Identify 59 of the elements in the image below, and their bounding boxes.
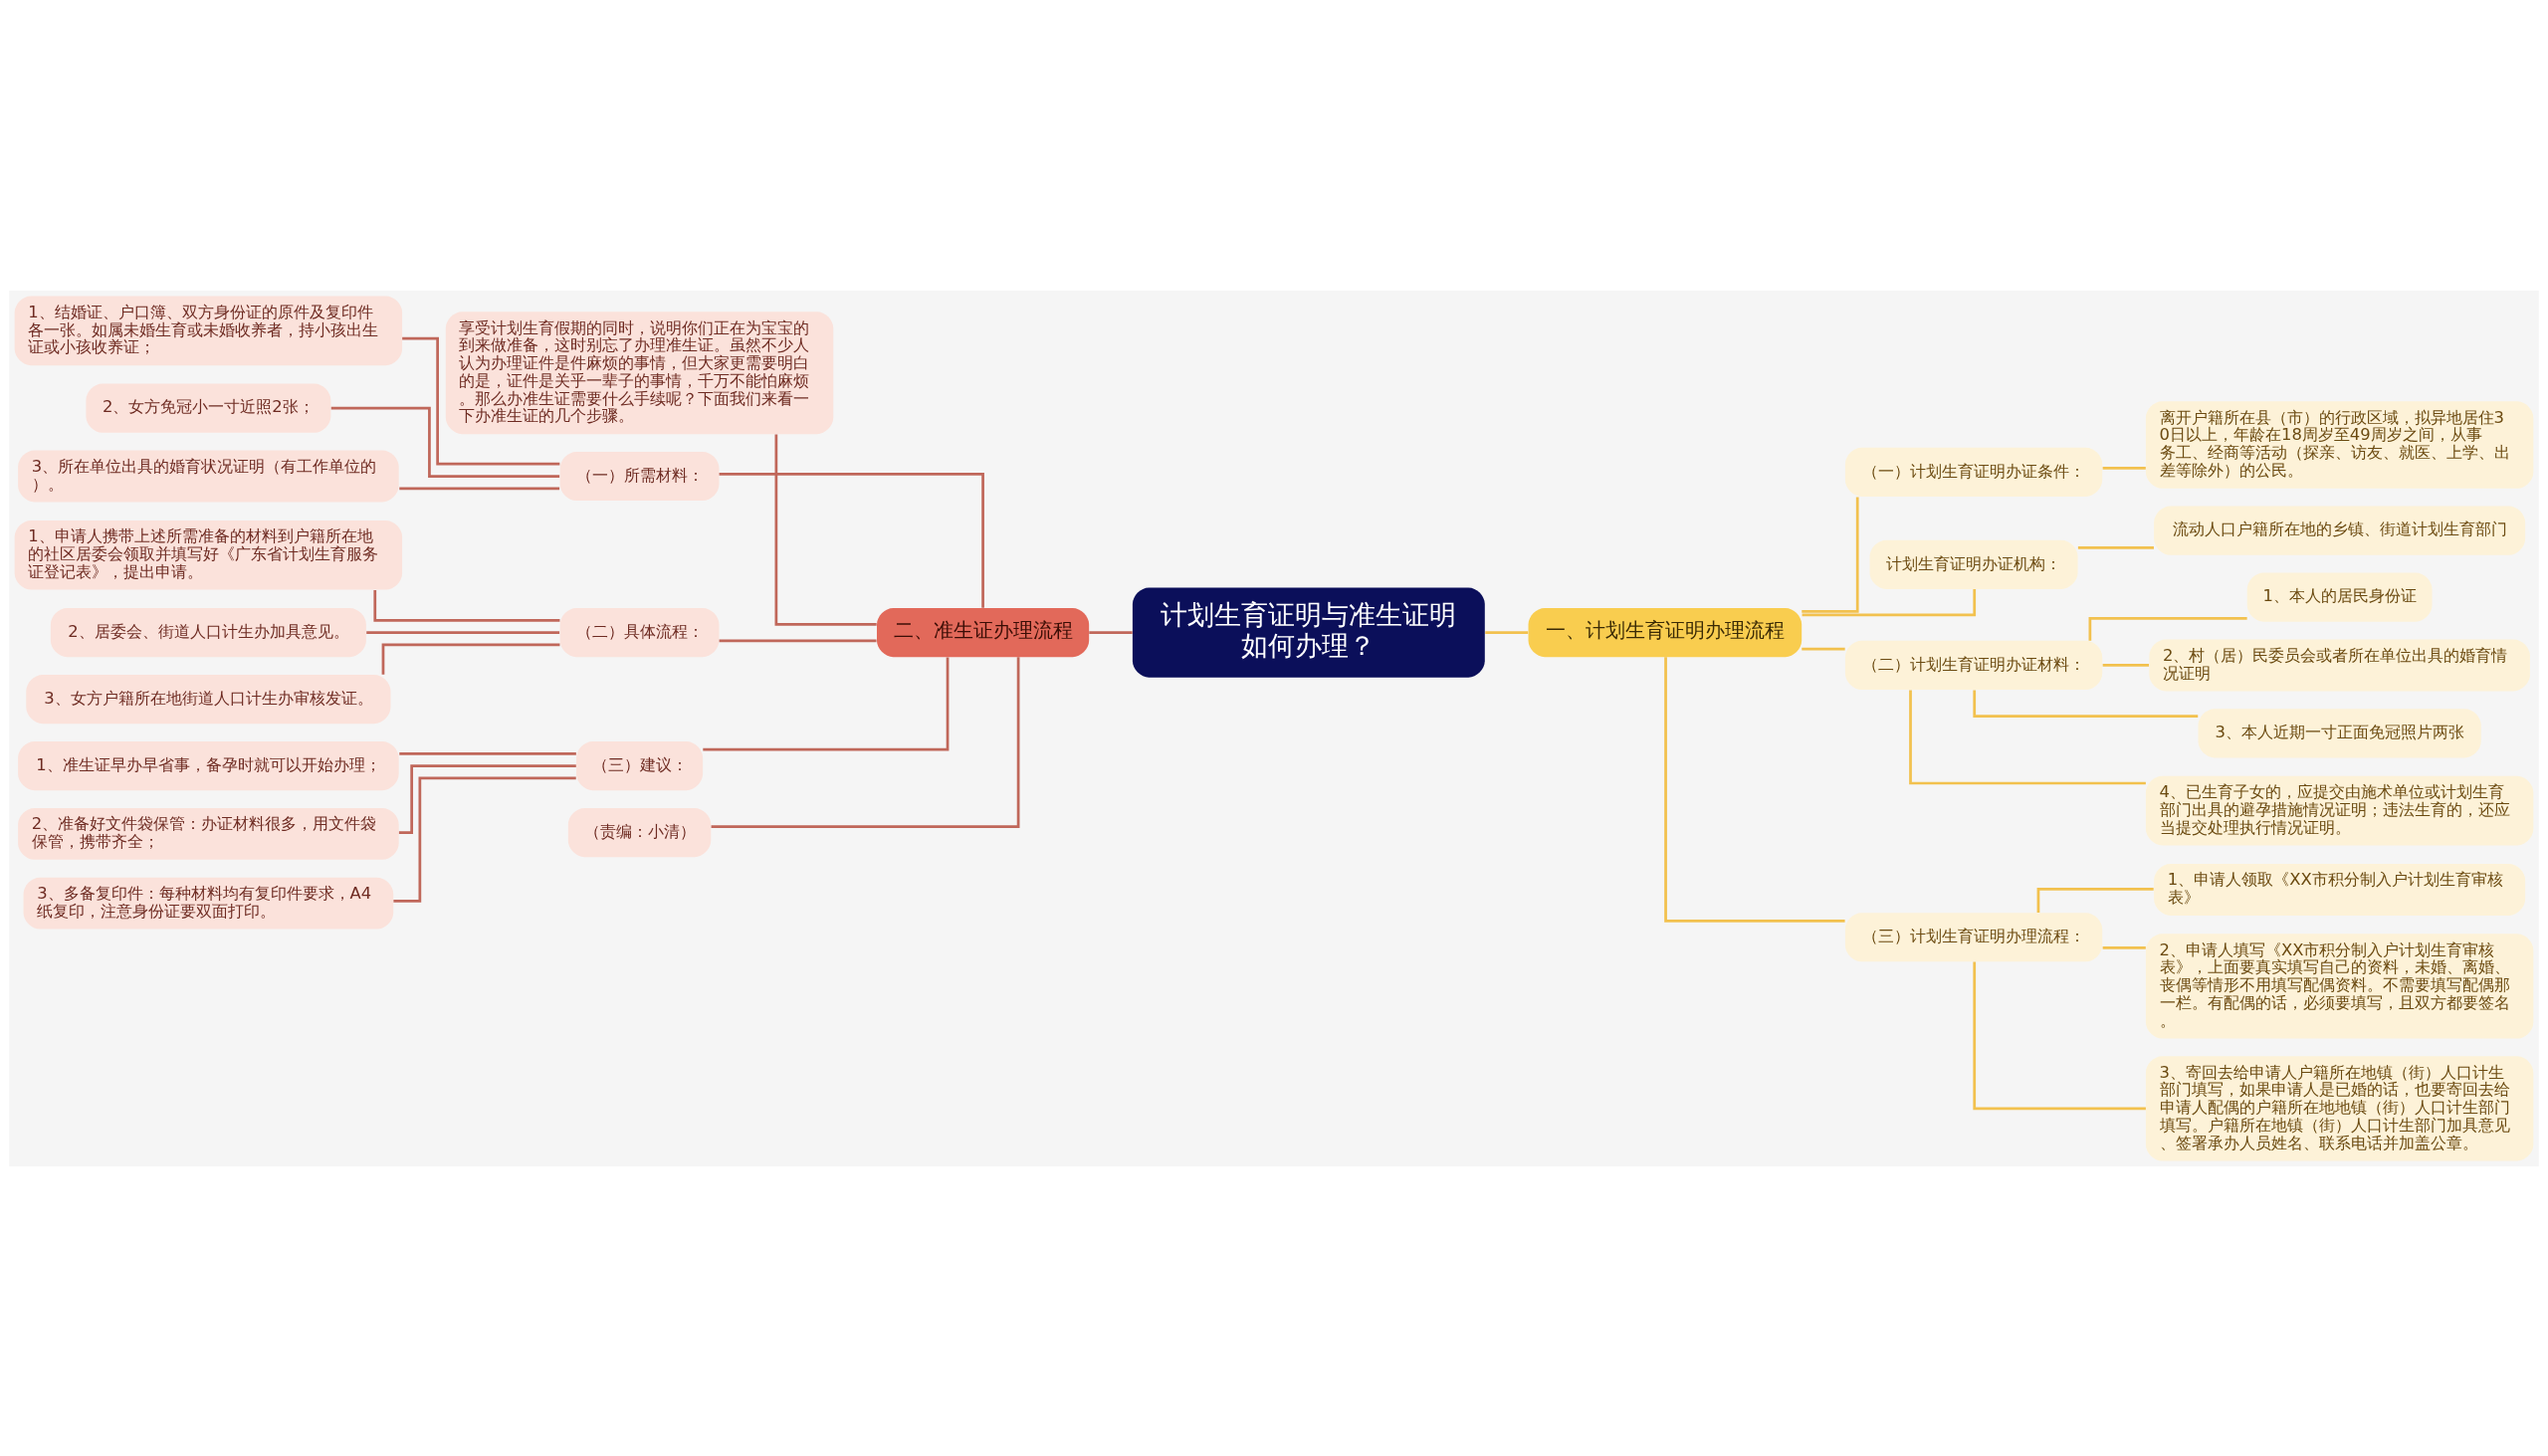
connector [2102, 663, 2150, 667]
connector [774, 434, 877, 626]
connector [381, 643, 560, 675]
connector [2102, 945, 2146, 949]
node-box: 1、本人的居民身份证 [2246, 572, 2433, 622]
connector [711, 656, 1020, 828]
connector [398, 763, 576, 834]
connector [366, 630, 560, 634]
connector [1802, 588, 1977, 616]
node-box: （一）所需材料： [559, 451, 720, 501]
connector [373, 589, 560, 622]
connector [703, 657, 950, 751]
connector [1909, 690, 2146, 784]
node-box: 享受计划生育假期的同时，说明你们正在为宝宝的到来做准备，这时别忘了办理准生证。虽然不少人认为办理证件是件麻烦的事情，但大家更需要明白的是，证件是关乎一辈子的事情，千万不能怕麻烦。那么办准生证需要什么手续呢？下面我们来看一下办准生证的几个步骤。 [445, 311, 834, 434]
connector [2102, 466, 2146, 470]
node-box: 4、已生育子女的，应提交由施术单位或计划生育部门出具的避孕措施情况证明；违法生育的，还应当提交处理执行情况证明。 [2145, 775, 2534, 845]
node-box: （二）计划生育证明办证材料： [1844, 640, 2103, 690]
node-box: 1、结婚证、户口簿、双方身份证的原件及复印件各一张。如属未婚生育或未婚收养者，持小孩出生证或小孩收养证； [14, 295, 403, 365]
connector [719, 639, 877, 642]
node-box: 3、所在单位出具的婚育状况证明（有工作单位的）。 [18, 450, 399, 502]
node-box: 3、本人近期一寸正面免冠照片两张 [2198, 708, 2481, 757]
node-box: 一、计划生育证明办理流程 [1528, 607, 1803, 657]
connector [2088, 616, 2247, 641]
node-box: 1、申请人领取《XX市积分制入户计划生育审核表》 [2154, 863, 2526, 916]
connector [1802, 496, 1859, 613]
connector [719, 472, 984, 608]
node-box: 计划生育证明办证机构： [1869, 539, 2078, 589]
connector [393, 776, 576, 903]
connector [330, 406, 560, 478]
node-box: （一）计划生育证明办证条件： [1844, 447, 2103, 497]
node-box: 1、申请人携带上述所需准备的材料到户籍所在地的社区居委会领取并填写好《广东省计划生育服务证登记表》，提出申请。 [14, 520, 403, 590]
node-box: （三）计划生育证明办理流程： [1844, 912, 2103, 961]
connector [1485, 630, 1529, 634]
connector [399, 486, 560, 490]
node-box: 1、准生证早办早省事，备孕时就可以开始办理； [18, 740, 399, 790]
node-box: 流动人口户籍所在地的乡镇、街道计划生育部门 [2154, 506, 2526, 555]
node-box: 2、申请人填写《XX市积分制入户计划生育审核表》，上面要真实填写自己的资料，未婚、离婚、丧偶等情形不用填写配偶资料。不需要填写配偶那一栏。有配偶的话，必须要填写，且双方都要签名。 [2145, 933, 2534, 1039]
connector [1973, 690, 2199, 718]
node-box: 2、居委会、街道人口计生办加具意见。 [50, 607, 366, 657]
node-box: 计划生育证明与准生证明如何办理？ [1132, 587, 1485, 678]
node-box: 3、寄回去给申请人户籍所在地镇（街）人口计生部门填写，如果申请人是已婚的话，也要寄回去给申请人配偶的户籍所在地地镇（街）人口计生部门填写。户籍所在地镇（街）人口计生部门加具意见、签署承办人员姓名、联系电话并加盖公章。 [2145, 1055, 2534, 1161]
node-box: 3、多备复印件：每种材料均有复印件要求，A4纸复印，注意身份证要双面打印。 [23, 877, 394, 930]
node-box: 2、女方免冠小一寸近照2张； [86, 383, 331, 433]
connector [1973, 960, 2146, 1110]
connector [1089, 630, 1133, 634]
connector [2077, 545, 2154, 549]
node-box: 2、村（居）民委员会或者所在单位出具的婚育情况证明 [2149, 639, 2530, 691]
node-box: （三）建议： [576, 740, 704, 790]
connector [2036, 887, 2154, 913]
node-box: 二、准生证办理流程 [877, 607, 1090, 657]
node-box: （二）具体流程： [559, 607, 720, 657]
connector [399, 751, 576, 755]
node-box: 离开户籍所在县（市）的行政区域，拟异地居住30日以上，年龄在18周岁至49周岁之间，从事务工、经商等活动（探亲、访友、就医、上学、出差等除外）的公民。 [2145, 400, 2534, 489]
connector [402, 336, 560, 466]
connector [1664, 656, 1845, 923]
node-box: 2、准备好文件袋保管：办证材料很多，用文件袋保管，携带齐全； [18, 807, 399, 860]
node-box: 3、女方户籍所在地街道人口计生办审核发证。 [26, 674, 391, 724]
connector [1802, 647, 1845, 650]
node-box: （责编：小清） [567, 807, 712, 857]
